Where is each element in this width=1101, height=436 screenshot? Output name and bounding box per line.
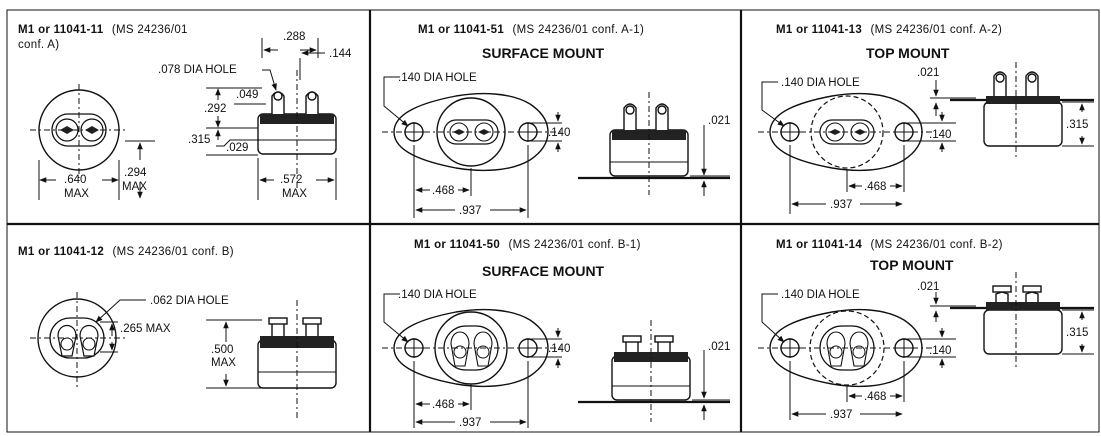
flange-top-view	[758, 92, 936, 172]
capacitor-side-view	[578, 92, 730, 195]
dim-021: .021	[917, 281, 939, 293]
panel-subtitle: TOP MOUNT	[866, 45, 950, 61]
dim-hole-140: .140 DIA HOLE	[781, 289, 860, 301]
dim-265-max: .265 MAX	[120, 323, 171, 335]
panel-part-number: M1 or 11041-51	[418, 24, 504, 36]
dim-hole-140: .140 DIA HOLE	[398, 289, 477, 301]
dim-292: .292	[204, 103, 226, 115]
svg-text:M1 or 11041-13 (MS 24236: M1 or 11041-13 (MS 24236/01 conf. A-2)	[776, 24, 1002, 36]
flange-top-view	[382, 308, 562, 388]
capacitor-side-view	[950, 62, 1094, 160]
dim-021: .021	[708, 341, 730, 353]
dim-468: .468	[864, 181, 886, 193]
dim-144: .144	[329, 48, 352, 60]
svg-text:M1 or 11041-51 (MS 24236: M1 or 11041-51 (MS 24236/01 conf. A-1)	[418, 24, 644, 36]
capacitor-side-view	[578, 320, 730, 422]
panel-spec: (MS 24236/01 conf. A-1)	[513, 24, 645, 36]
dim-hole-062: .062 DIA HOLE	[150, 295, 229, 307]
panel-spec: (MS 24236/01 conf. B-2)	[871, 239, 1003, 251]
dim-468: .468	[864, 391, 886, 403]
dim-140: .140	[548, 343, 570, 355]
dim-937: .937	[459, 205, 481, 217]
dim-640: .640	[64, 174, 86, 186]
panel-spec: (MS 24236/01 conf. B)	[113, 246, 234, 258]
svg-text:M1 or 11041-50 (MS 24236: M1 or 11041-50 (MS 24236/01 conf. B-1)	[414, 239, 641, 251]
panel-spec: (MS 24236/01 conf. A-2)	[871, 24, 1003, 36]
outer-frame	[6, 9, 1100, 433]
dim-315: .315	[1066, 327, 1088, 339]
dim-572-max: MAX	[282, 188, 307, 200]
panel-part-number: M1 or 11041-11	[18, 24, 104, 36]
dim-021: .021	[917, 67, 939, 79]
dim-hole-078: .078 DIA HOLE	[158, 64, 237, 76]
dim-640-max: MAX	[64, 188, 89, 200]
dim-140: .140	[929, 129, 951, 141]
dim-140: .140	[548, 127, 570, 139]
dim-315: .315	[188, 134, 210, 146]
dim-937: .937	[459, 417, 481, 429]
capacitor-top-view	[30, 84, 128, 178]
capacitor-side-view	[257, 300, 337, 420]
dim-049: .049	[236, 89, 258, 101]
dim-288: .288	[283, 31, 305, 43]
dim-140: .140	[929, 345, 951, 357]
panel-grid	[6, 9, 1100, 433]
capacitor-top-view	[30, 292, 128, 388]
panel-subtitle: TOP MOUNT	[870, 257, 954, 273]
flange-top-view	[758, 308, 936, 388]
dim-294-max: MAX	[122, 181, 147, 193]
panel-11041-14: M1 or 11041-14 (MS 24236/01 conf. B-2) T…	[758, 239, 1094, 421]
dim-294: .294	[124, 167, 147, 179]
dim-937: .937	[830, 409, 852, 421]
panel-part-number: M1 or 11041-12	[18, 246, 104, 258]
dim-500: .500	[211, 344, 233, 356]
panel-part-number: M1 or 11041-14	[776, 239, 862, 251]
panel-part-number: M1 or 11041-13	[776, 24, 862, 36]
panel-spec: (MS 24236/01 conf. B-1)	[509, 239, 641, 251]
dim-hole-140: .140 DIA HOLE	[781, 77, 860, 89]
capacitor-side-view	[950, 272, 1094, 370]
panel-subtitle: SURFACE MOUNT	[482, 45, 605, 61]
dim-315: .315	[1066, 119, 1088, 131]
dim-029: .029	[226, 142, 248, 154]
dim-468: .468	[432, 185, 454, 197]
dim-937: .937	[830, 199, 852, 211]
panel-11041-51: M1 or 11041-51 (MS 24236/01 conf. A-1) S…	[382, 24, 730, 218]
panel-11041-12: M1 or 11041-12 (MS 24236/01 conf. B) .06…	[18, 246, 337, 420]
panel-conf: conf. A)	[18, 39, 59, 51]
dim-468: .468	[432, 399, 454, 411]
panel-spec: (MS 24236/01	[112, 24, 188, 36]
flange-top-view	[382, 92, 562, 172]
dim-021: .021	[708, 115, 730, 127]
dim-hole-140: .140 DIA HOLE	[398, 72, 477, 84]
dim-572: .572	[280, 174, 302, 186]
panel-subtitle: SURFACE MOUNT	[482, 263, 605, 279]
svg-text:M1 or 11041-14 (MS 24236: M1 or 11041-14 (MS 24236/01 conf. B-2)	[776, 239, 1003, 251]
dim-500-max: MAX	[211, 357, 236, 369]
panel-11041-50: M1 or 11041-50 (MS 24236/01 conf. B-1) S…	[382, 239, 730, 429]
panel-part-number: M1 or 11041-50	[414, 239, 500, 251]
panel-11041-13: M1 or 11041-13 (MS 24236/01 conf. A-2) T…	[758, 24, 1094, 214]
capacitor-side-view	[257, 70, 337, 190]
svg-text:M1 or 11041-12 (MS 24236: M1 or 11041-12 (MS 24236/01 conf. B)	[18, 246, 234, 258]
panel-11041-11: M1 or 11041-11 (MS 24236/01 conf. A) .64…	[18, 24, 352, 200]
svg-text:M1 or 11041-11 (MS 24236: M1 or 11041-11 (MS 24236/01	[18, 24, 188, 36]
